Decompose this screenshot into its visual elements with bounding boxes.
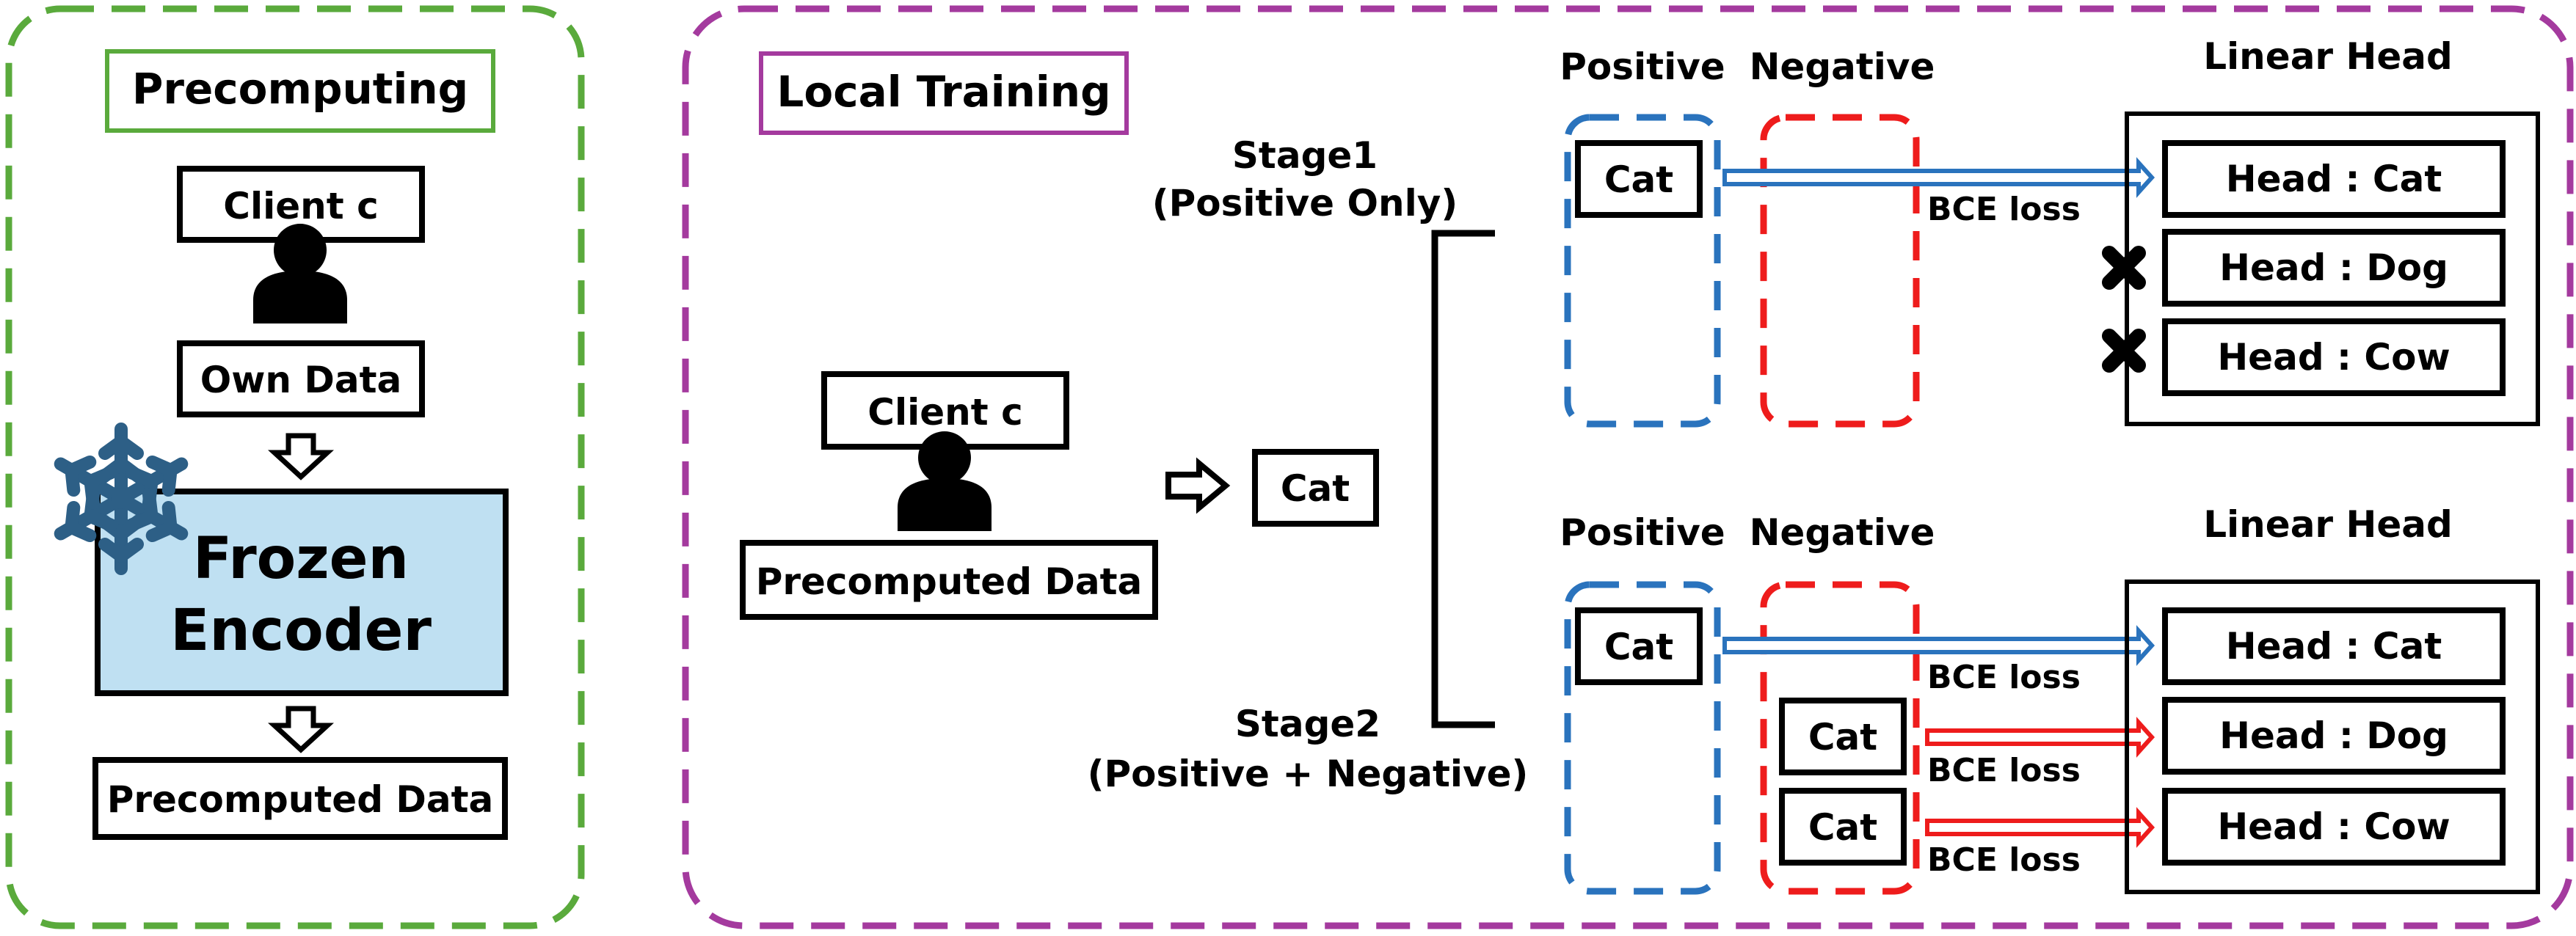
head-label: Head : Cat xyxy=(2226,625,2442,668)
precomputing-title: Precomputing xyxy=(132,64,468,114)
client-label: Client c xyxy=(223,185,378,227)
precomputing-border xyxy=(5,5,585,929)
positive-container xyxy=(1564,114,1721,428)
client-label: Client c xyxy=(867,391,1022,434)
head-box xyxy=(2162,697,2506,775)
positive-arrow xyxy=(1722,625,2155,666)
bce-loss-label: BCE loss xyxy=(1927,191,2081,228)
bce-loss-label: BCE loss xyxy=(1927,752,2081,789)
snowflake-icon xyxy=(52,429,191,568)
negative-container xyxy=(1760,581,1920,895)
stage2-label: Stage2 xyxy=(1235,703,1380,745)
hollow-arrow-down-icon xyxy=(268,433,334,480)
linear-head-container xyxy=(2125,579,2540,894)
local-training-title-box xyxy=(759,51,1129,135)
stage2-negative-header: Negative xyxy=(1750,511,1935,554)
hollow-arrow-right-icon xyxy=(1165,457,1231,514)
sample-box xyxy=(1252,449,1379,527)
precomputing-panel: Precomputing Client c Own Data Frozen En… xyxy=(5,5,585,929)
negative-item-box xyxy=(1779,788,1907,866)
precomputed-data-label: Precomputed Data xyxy=(756,560,1143,603)
local-training-border xyxy=(682,5,2574,929)
stage1-negative-header: Negative xyxy=(1750,45,1935,88)
negative-item-label: Cat xyxy=(1808,806,1877,849)
precomputed-data-box xyxy=(740,540,1158,620)
negative-container xyxy=(1760,114,1920,428)
precomputed-data-label: Precomputed Data xyxy=(107,778,494,821)
local-training-title: Local Training xyxy=(776,67,1110,117)
stage1-group: Positive Negative Linear Head Cat BCE lo… xyxy=(1560,35,2540,428)
local-training-panel: Local Training Client c Precomputed Data… xyxy=(682,5,2574,929)
frozen-encoder-line2: Encoder xyxy=(170,598,432,664)
hollow-arrow-down-icon xyxy=(268,706,334,753)
negative-arrow xyxy=(1925,807,2155,848)
head-box xyxy=(2162,140,2506,218)
positive-container xyxy=(1564,581,1721,895)
positive-arrow xyxy=(1722,157,2155,198)
head-box xyxy=(2162,229,2506,307)
negative-item-box xyxy=(1779,698,1907,775)
stage2-linear-head-header: Linear Head xyxy=(2203,503,2453,546)
stage1-label: Stage1 xyxy=(1232,134,1378,177)
stage2-sublabel: (Positive + Negative) xyxy=(1088,753,1529,795)
precomputing-title-box xyxy=(105,49,495,133)
positive-item-label: Cat xyxy=(1604,158,1673,201)
head-label: Head : Cow xyxy=(2217,336,2450,379)
precomputed-data-box xyxy=(92,757,508,840)
head-box xyxy=(2162,318,2506,396)
stage-bracket xyxy=(1431,230,1495,728)
head-box xyxy=(2162,607,2506,685)
stage1-positive-header: Positive xyxy=(1560,45,1725,88)
positive-item-box xyxy=(1575,607,1703,685)
own-data-box xyxy=(177,340,425,417)
head-label: Head : Dog xyxy=(2219,714,2448,757)
bce-loss-label: BCE loss xyxy=(1927,841,2081,879)
negative-item-label: Cat xyxy=(1808,716,1877,758)
head-label: Head : Cat xyxy=(2226,158,2442,200)
negative-arrow xyxy=(1925,717,2155,758)
sample-label: Cat xyxy=(1281,467,1350,510)
head-label: Head : Dog xyxy=(2219,246,2448,289)
head-label: Head : Cow xyxy=(2217,805,2450,848)
stage2-group: Positive Negative Linear Head Cat Cat Ca… xyxy=(1560,503,2540,895)
positive-item-label: Cat xyxy=(1604,626,1673,668)
stage1-linear-head-header: Linear Head xyxy=(2203,35,2453,78)
cross-icon xyxy=(2102,329,2146,373)
bce-loss-label: BCE loss xyxy=(1927,659,2081,696)
stage1-sublabel: (Positive Only) xyxy=(1152,182,1458,224)
frozen-encoder-line1: Frozen xyxy=(193,526,409,592)
cross-icon xyxy=(2102,246,2146,290)
positive-item-box xyxy=(1575,140,1703,218)
head-box xyxy=(2162,788,2506,866)
own-data-label: Own Data xyxy=(200,359,402,401)
stage2-positive-header: Positive xyxy=(1560,511,1725,554)
